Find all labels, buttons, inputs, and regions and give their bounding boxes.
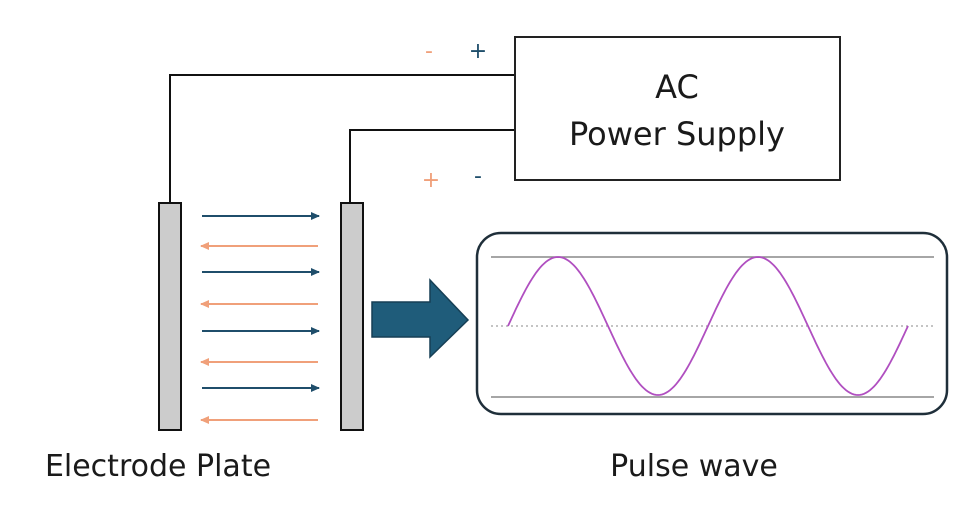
wire-right-plate bbox=[349, 129, 515, 203]
bottom-plus-sign: + bbox=[422, 168, 440, 193]
power-supply-subtitle: Power Supply bbox=[569, 115, 785, 153]
electrode-plate-right bbox=[340, 202, 364, 431]
electrode-plate-label: Electrode Plate bbox=[45, 449, 271, 484]
power-supply-title: AC bbox=[655, 68, 699, 106]
pulse-wave-label: Pulse wave bbox=[610, 449, 778, 484]
bottom-minus-sign: - bbox=[474, 164, 482, 189]
power-supply-box bbox=[514, 36, 841, 181]
top-minus-sign: - bbox=[425, 39, 433, 64]
pulse-wave-panel bbox=[475, 231, 949, 416]
electrode-plate-left bbox=[158, 202, 182, 431]
wire-left-plate bbox=[169, 74, 515, 203]
big-arrow bbox=[371, 278, 470, 359]
field-arrows bbox=[200, 212, 320, 424]
ac-power-supply: AC Power Supply bbox=[514, 36, 841, 181]
top-plus-sign: + bbox=[469, 39, 487, 64]
sine-wave bbox=[507, 256, 909, 396]
